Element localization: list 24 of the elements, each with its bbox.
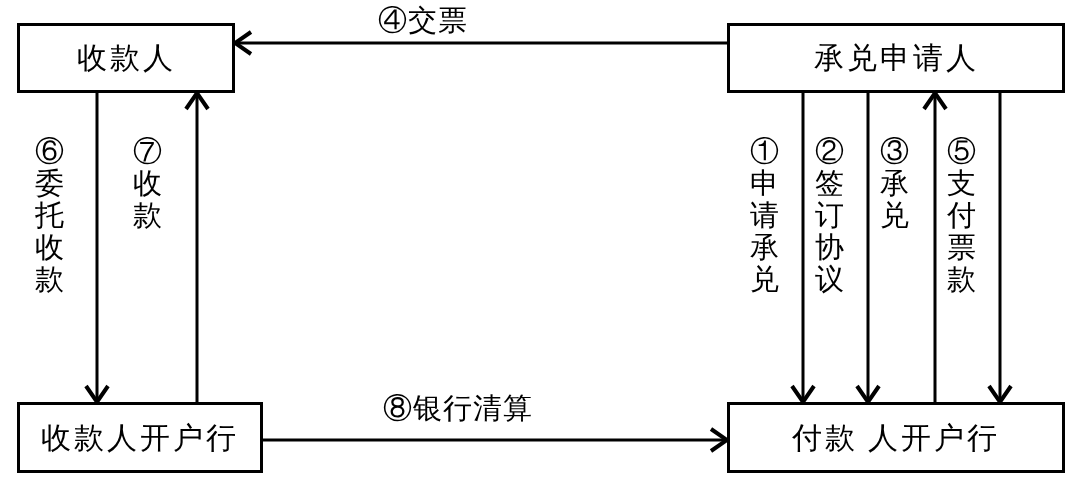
arrow [790, 93, 816, 404]
arrow [84, 93, 110, 404]
edge-label: ⑤支付票款 [947, 136, 976, 296]
box-label: 收款人开户行 [41, 419, 239, 456]
box-label: 付款 人开户行 [791, 419, 1001, 456]
box-label: 收款人 [76, 40, 176, 76]
arrow [184, 91, 210, 402]
entity-box [17, 23, 235, 93]
edge-label: ⑥委托收款 [35, 136, 64, 296]
edge-label: ③承兑 [880, 136, 909, 232]
entity-box [17, 402, 263, 473]
arrow [987, 93, 1013, 404]
arrow [233, 30, 727, 56]
edge-label: ⑦收款 [133, 136, 162, 232]
edge-label: ④交票 [378, 5, 468, 37]
arrow [922, 91, 948, 402]
arrow [263, 427, 729, 453]
box-label: 承兑申请人 [813, 40, 979, 76]
entity-box [727, 402, 1065, 473]
entity-box [727, 23, 1065, 93]
edge-label: ⑧银行清算 [383, 393, 533, 425]
arrow [855, 93, 881, 404]
edge-label: ①申请承兑 [750, 136, 779, 296]
edge-label: ②签订协议 [815, 136, 844, 296]
